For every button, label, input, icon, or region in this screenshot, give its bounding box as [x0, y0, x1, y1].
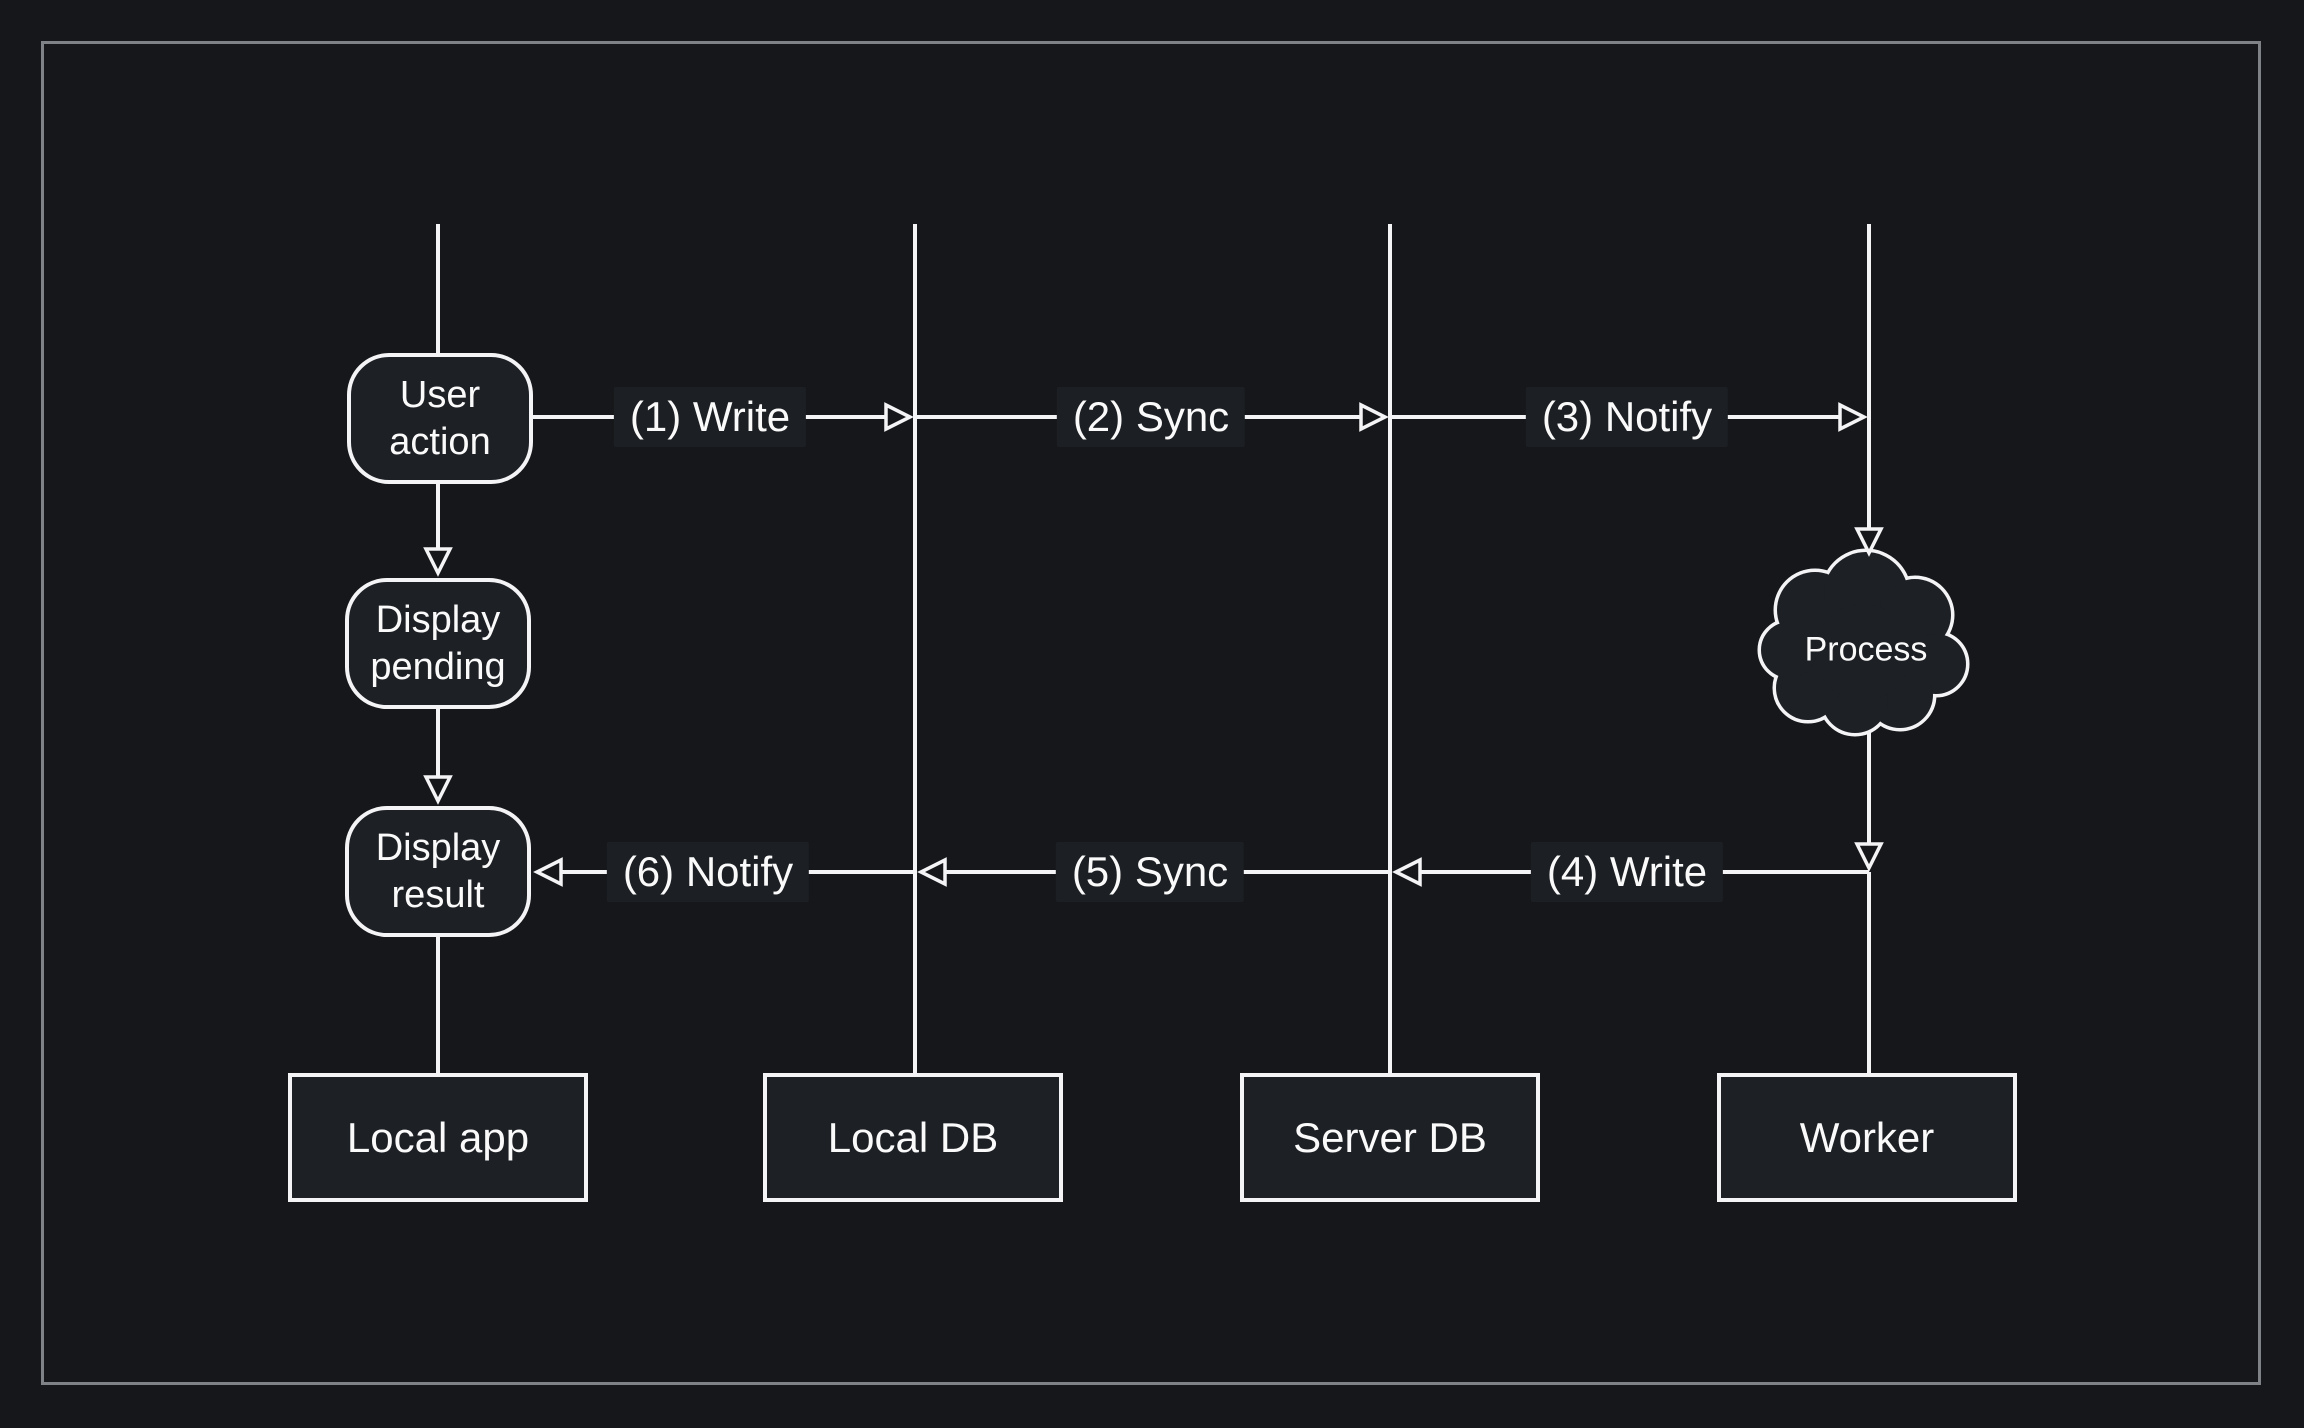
cloud-process-label: Process: [1804, 630, 1928, 669]
arrowheads: [423, 402, 1884, 887]
process-cloud-fill: [1761, 552, 1966, 733]
lifelines: [436, 224, 1871, 1073]
arrowhead-into-cloud-down-icon: [1854, 527, 1884, 557]
node-user-action: User action: [347, 353, 533, 484]
lane-local-db-label: Local DB: [827, 1113, 999, 1161]
lane-server-db: Server DB: [1240, 1073, 1540, 1202]
arrowhead-node1-down-icon: [423, 547, 453, 577]
message-label-3-notify: (3) Notify: [1525, 387, 1729, 447]
message-label-2-sync: (2) Sync: [1056, 387, 1246, 447]
lane-local-app: Local app: [288, 1073, 588, 1202]
arrowhead-2-sync-right-icon: [1359, 402, 1389, 432]
message-label-4-write: (4) Write: [1530, 842, 1724, 902]
arrowhead-5-sync-left-icon: [917, 857, 947, 887]
lane-worker: Worker: [1717, 1073, 2017, 1202]
message-lines: [532, 415, 1869, 874]
message-label-5-sync: (5) Sync: [1055, 842, 1245, 902]
lane-worker-label: Worker: [1799, 1113, 1935, 1161]
lane-local-db: Local DB: [763, 1073, 1063, 1202]
arrowhead-cloud-to-row-down-icon: [1854, 842, 1884, 872]
message-label-6-notify: (6) Notify: [606, 842, 810, 902]
lane-local-app-label: Local app: [346, 1113, 530, 1161]
node-display-result: Display result: [345, 806, 531, 937]
arrowhead-3-notify-right-icon: [1838, 402, 1868, 432]
node-display-pending-label: Display pending: [370, 598, 506, 688]
node-user-action-label: User action: [389, 373, 491, 463]
arrowhead-4-write-left-icon: [1392, 857, 1422, 887]
arrowhead-1-write-right-icon: [884, 402, 914, 432]
message-label-1-write: (1) Write: [613, 387, 807, 447]
node-display-result-label: Display result: [375, 826, 501, 916]
arrowhead-node2-down-icon: [423, 775, 453, 805]
lane-server-db-label: Server DB: [1293, 1113, 1487, 1161]
node-display-pending: Display pending: [345, 578, 531, 709]
arrowhead-6-notify-left-icon: [533, 857, 563, 887]
diagram-frame: [41, 41, 2261, 1385]
